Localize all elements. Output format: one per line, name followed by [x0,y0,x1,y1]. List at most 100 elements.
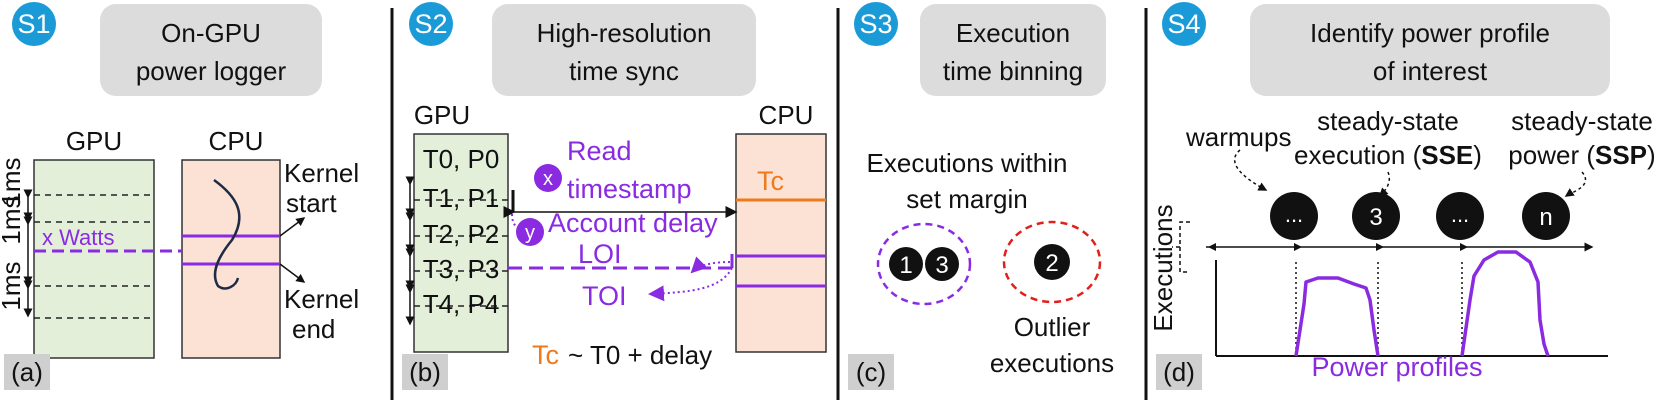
panel-s3: S3 Execution time binning Executions wit… [848,2,1114,390]
outlier-ellipse [1002,220,1102,304]
panel-label-box-b [402,354,448,390]
panel-label-c: (c) [856,357,886,387]
title-s3-line2: time binning [943,56,1083,86]
warmups-label: warmups [1185,122,1291,152]
sse-power-profile [1294,276,1380,357]
gpu-label-s1: GPU [66,126,122,156]
exec-circle-middle-label: ... [1451,202,1469,227]
gpu-row-4: T4, P4 [423,289,500,319]
kernel-trace [213,178,241,290]
kernel-end-arrow [279,263,306,283]
formula-tc: Tc [532,340,559,370]
title-box-s1 [100,4,322,96]
ssp-power-profile [1460,250,1550,357]
x-badge-label: x [543,168,553,190]
gpu-row-0: T0, P0 [423,144,500,174]
panel-label-b: (b) [409,357,441,387]
title-s3-line1: Execution [956,18,1070,48]
formula-rest: ~ T0 + delay [568,340,712,370]
panel-s1: S1 On-GPU power logger GPU CPU x Watts 1… [0,2,359,390]
gpu-row-3: T3, P3 [423,254,500,284]
kernel-start-label-1: Kernel [284,158,359,188]
outlier-label-2: executions [990,348,1114,378]
kernel-end-label-1: Kernel [284,284,359,314]
cpu-label-s1: CPU [209,126,264,156]
exec-1-circle [889,247,923,281]
timeline-tick-1 [1294,243,1302,251]
exec-circle-ssp [1522,192,1570,240]
gpu-box-s1 [33,159,155,359]
warmups-pointer [1233,149,1268,191]
step-badge-s1 [12,2,56,46]
exec-circle-sse [1352,192,1400,240]
timeline-start [1208,243,1216,251]
gpu-box-s2 [413,133,509,353]
sse-label-2: execution (SSE) [1294,140,1482,170]
within-margin-1: Executions within [867,148,1068,178]
step-label-s4: S4 [1167,9,1200,39]
title-s4-line1: Identify power profile [1310,18,1550,48]
power-profiles-label: Power profiles [1311,352,1482,382]
toi-curve [648,267,733,302]
y-badge [516,218,544,246]
exec-3-circle [925,247,959,281]
loi-label: LOI [578,239,622,269]
exec-2-label: 2 [1045,250,1058,277]
sse-label-1: steady-state [1317,106,1459,136]
title-box-s2 [492,4,756,96]
ssp-label-2: power (SSP) [1508,140,1655,170]
exec-circle-sse-label: 3 [1369,204,1382,231]
outlier-label-1: Outlier [1014,312,1091,342]
read-label-2: timestamp [567,174,692,204]
exec-3-label: 3 [935,252,948,279]
timeline-tick-3 [1460,243,1468,251]
cpu-box-s2 [735,133,827,353]
title-s2-line2: time sync [569,56,679,86]
title-s1-line1: On-GPU [161,18,261,48]
read-label-1: Read [567,136,632,166]
cpu-label-s2: CPU [759,100,814,130]
title-s1-line2: power logger [136,56,287,86]
title-box-s3 [920,4,1106,96]
panel-label-a: (a) [11,357,43,387]
panel-label-d: (d) [1163,357,1195,387]
exec-circle-middle [1436,192,1484,240]
ssp-pointer [1564,171,1587,197]
kernel-start-arrow [279,217,306,237]
x-badge [534,164,562,192]
title-s2-line1: High-resolution [537,18,712,48]
panel-s2: S2 High-resolution time sync GPU CPU T0,… [402,2,827,390]
step-badge-s4 [1162,2,1206,46]
step-badge-s3 [854,2,898,46]
loi-curve [690,256,731,274]
step-badge-s2 [409,2,453,46]
watts-label: x Watts [42,225,115,250]
account-delay-label: Account delay [548,208,718,238]
title-box-s4 [1250,4,1610,96]
cpu-box-s1 [181,159,281,359]
gpu-row-1: T1, P1 [423,183,500,213]
step-label-s3: S3 [859,9,892,39]
gpu-row-2: T2, P2 [423,219,500,249]
ms-label-3: 1ms [0,157,26,206]
timeline-tick-2 [1376,243,1384,251]
executions-axis-label: Executions [1148,204,1178,331]
exec-circle-warmup-label: ... [1285,202,1303,227]
panel-label-box-a [4,354,50,390]
step-label-s2: S2 [414,9,447,39]
kernel-end-label-2: end [292,314,335,344]
exec-circle-warmup [1270,192,1318,240]
tc-label: Tc [757,166,784,196]
executions-brace [1172,221,1190,273]
exec-1-label: 1 [899,252,912,279]
ms-label-1: 1ms [0,195,26,244]
y-badge-label: y [525,222,535,244]
exec-2-circle [1034,244,1070,280]
sse-pointer [1378,171,1391,198]
panel-s4: S4 Identify power profile of interest wa… [1148,2,1656,390]
ms-label-2: 1ms [0,261,26,310]
exec-circle-ssp-label: n [1539,204,1552,231]
kernel-start-label-2: start [286,188,337,218]
within-margin-2: set margin [906,184,1027,214]
